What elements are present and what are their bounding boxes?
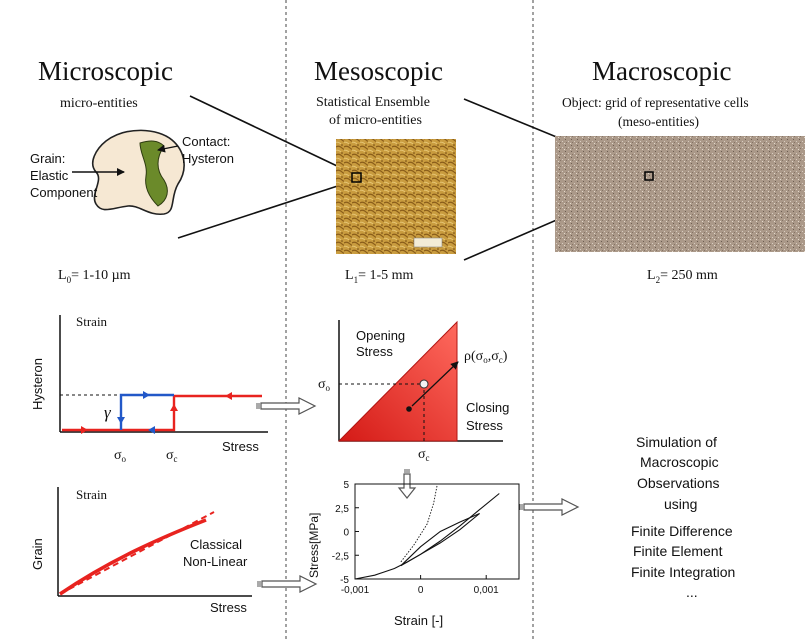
- hysteron-label: Hysteron: [182, 151, 234, 166]
- arrow-head: [81, 426, 88, 434]
- series-line-3: [400, 512, 480, 567]
- x-tick-label: 0: [418, 585, 424, 596]
- simulation-line-3: Observations: [637, 475, 719, 491]
- nonlinear-curve: [58, 518, 207, 596]
- meso-texture-image: [336, 139, 456, 254]
- arrow-head: [117, 417, 125, 424]
- micro-subtitle: micro-entities: [60, 96, 138, 111]
- contact-arrow: [157, 144, 179, 153]
- macro-texture-image: [555, 136, 805, 252]
- arrow-head: [225, 392, 232, 400]
- series-line-2: [400, 513, 480, 567]
- preisach-plane: [337, 320, 503, 442]
- nonlinear-label: Non-Linear: [183, 554, 248, 569]
- grain-plot: [57, 487, 252, 597]
- flow-arrow-right: [256, 397, 317, 415]
- component-label: Component: [30, 185, 98, 200]
- macro-subtitle-line1: Object: grid of representative cells: [562, 95, 749, 110]
- opening-label: Opening: [356, 328, 405, 343]
- meso-zoom-box: [351, 172, 362, 183]
- density-point: [406, 406, 412, 412]
- macro-title: Macroscopic: [592, 56, 731, 86]
- hysteron-blue-path: [119, 393, 174, 430]
- macro-subtitle-line2: (meso-entities): [618, 114, 699, 129]
- simulation-line-1: Simulation of: [636, 434, 717, 450]
- simulation-line-5: Finite Difference: [631, 523, 733, 539]
- chart-xlabel: Strain [-]: [394, 613, 443, 628]
- y-tick-label: -2,5: [332, 551, 350, 562]
- series-line-1: [354, 493, 500, 580]
- grain-label: Grain:: [30, 151, 65, 166]
- elastic-label: Elastic: [30, 168, 69, 183]
- tick-marks: [354, 483, 487, 580]
- macro-length-label: L2= 250 mm: [647, 268, 718, 285]
- y-tick-label: 5: [343, 480, 349, 491]
- preisach-triangle: [337, 320, 458, 442]
- hysteron-axis-y-label: Strain: [76, 314, 108, 329]
- x-tick-label: -0,001: [341, 585, 370, 596]
- meso-scale-bar: [413, 237, 443, 248]
- hysteron-contact: [139, 140, 168, 207]
- preisach-sigma-c: σc: [418, 447, 430, 463]
- zoom-line: [177, 179, 357, 239]
- arrow-head: [148, 426, 155, 434]
- closing-stress-label: Stress: [466, 418, 503, 433]
- opening-stress-label: Stress: [356, 344, 393, 359]
- meso-length-label: L1= 1-5 mm: [345, 268, 414, 285]
- simulation-line-7: Finite Integration: [631, 564, 735, 580]
- meso-subtitle-line2: of micro-entities: [329, 113, 422, 128]
- preisach-sigma-o: σo: [318, 377, 331, 393]
- meso-title: Mesoscopic: [314, 56, 443, 86]
- contact-label: Contact:: [182, 134, 230, 149]
- series-line-4: [400, 485, 438, 563]
- x-tick-label: 0,001: [474, 585, 499, 596]
- tick-labels: 5 2,5 0 -2,5 -5-0,001 0 0,001: [332, 480, 499, 596]
- density-function-label: ρ(σo,σc): [464, 349, 508, 365]
- chart-ylabel: Stress[MPa]: [307, 513, 321, 578]
- y-tick-label: 2,5: [335, 504, 349, 515]
- gamma-label: γ: [104, 403, 112, 422]
- y-tick-label: 0: [343, 528, 349, 539]
- hysteron-axis-x-label: Stress: [222, 439, 259, 454]
- simulation-line-8: ...: [686, 584, 698, 600]
- sigma-c-label: σc: [166, 448, 178, 464]
- density-arrow: [411, 361, 459, 407]
- arrow-head: [143, 391, 150, 399]
- flow-arrow-down: [397, 469, 417, 499]
- y-tick-label: -5: [340, 575, 349, 586]
- micro-title: Microscopic: [38, 56, 173, 86]
- chart-series: [354, 485, 500, 580]
- simulation-line-6: Finite Element: [633, 543, 723, 559]
- grain-axis-y-label: Strain: [76, 487, 108, 502]
- stress-strain-chart: 5 2,5 0 -2,5 -5-0,001 0 0,001: [332, 480, 520, 596]
- sigma-o-label: σo: [114, 448, 127, 464]
- hysteron-red-path: [62, 394, 262, 432]
- classical-label: Classical: [190, 537, 242, 552]
- arrow-head: [170, 404, 178, 411]
- simulation-line-4: using: [664, 496, 697, 512]
- hysteron-ylabel: Hysteron: [30, 358, 45, 410]
- plot-frame: [354, 483, 520, 580]
- macro-zoom-box: [644, 171, 654, 181]
- hysteron-plot: [59, 315, 268, 434]
- sample-point: [419, 379, 429, 389]
- simulation-line-2: Macroscopic: [640, 454, 719, 470]
- meso-subtitle-line1: Statistical Ensemble: [316, 95, 430, 110]
- micro-length-label: L0= 1-10 µm: [58, 268, 131, 285]
- grain-axis-x-label: Stress: [210, 600, 247, 615]
- grain-ylabel: Grain: [30, 538, 45, 570]
- flow-arrow-right: [257, 575, 318, 593]
- flow-arrow-right: [519, 498, 580, 516]
- zoom-line: [189, 95, 357, 176]
- closing-label: Closing: [466, 400, 509, 415]
